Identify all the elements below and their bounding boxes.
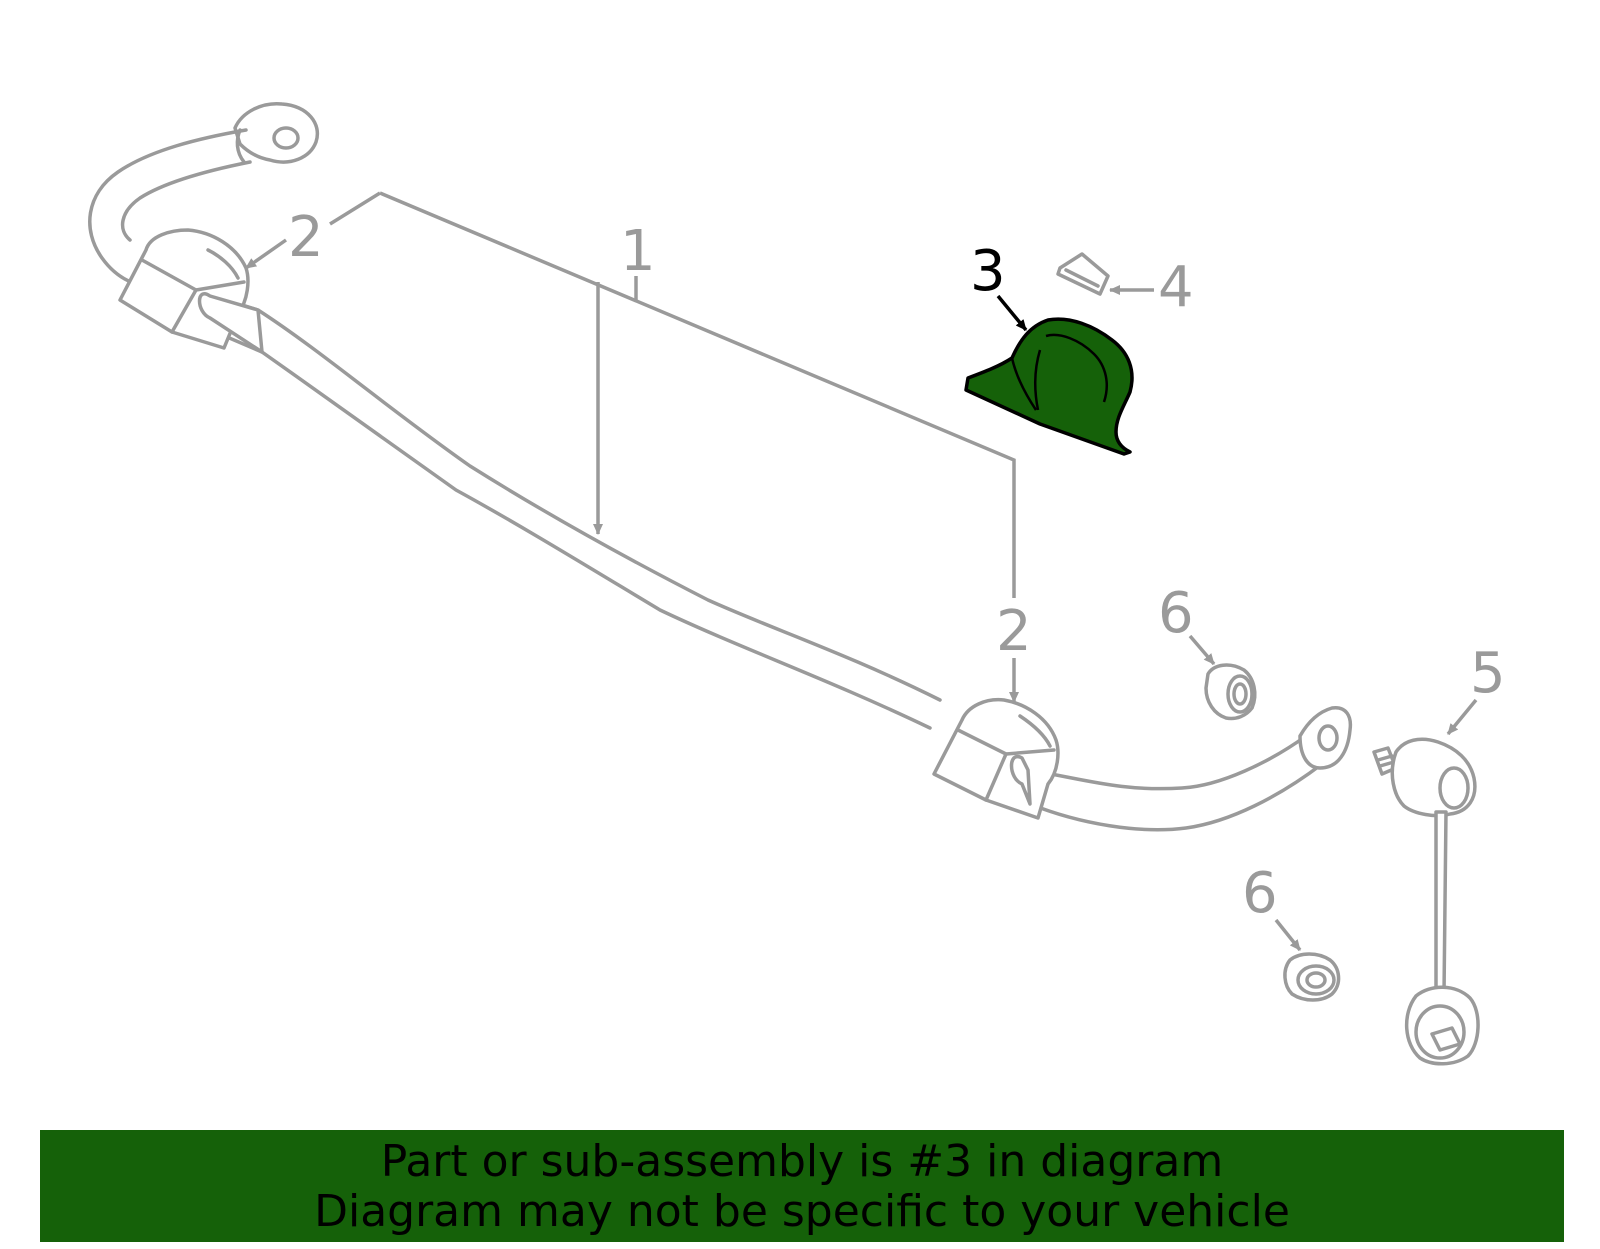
bushing-left — [118, 228, 264, 354]
bushing-right — [932, 697, 1060, 820]
stabilizer-link — [1372, 737, 1480, 1066]
callout-4: 4 — [1158, 255, 1194, 320]
banner-line-1: Part or sub-assembly is #3 in diagram — [380, 1136, 1224, 1187]
nut-lower — [1283, 952, 1341, 1002]
nut-upper — [1204, 663, 1257, 721]
highlighted-bushing — [964, 317, 1134, 456]
callout-2-left: 2 — [288, 205, 324, 270]
callout-5: 5 — [1470, 641, 1506, 706]
callout-6-lower: 6 — [1242, 861, 1278, 926]
callout-2-right: 2 — [996, 599, 1032, 664]
info-banner: Part or sub-assembly is #3 in diagram Di… — [40, 1130, 1564, 1242]
stabilizer-bar — [88, 102, 1353, 832]
clip-part — [1056, 252, 1110, 296]
banner-line-2: Diagram may not be specific to your vehi… — [314, 1186, 1290, 1237]
callout-3: 3 — [970, 239, 1006, 304]
callout-1: 1 — [620, 219, 656, 284]
callout-6-upper: 6 — [1158, 581, 1194, 646]
leader-lines — [244, 191, 1478, 952]
